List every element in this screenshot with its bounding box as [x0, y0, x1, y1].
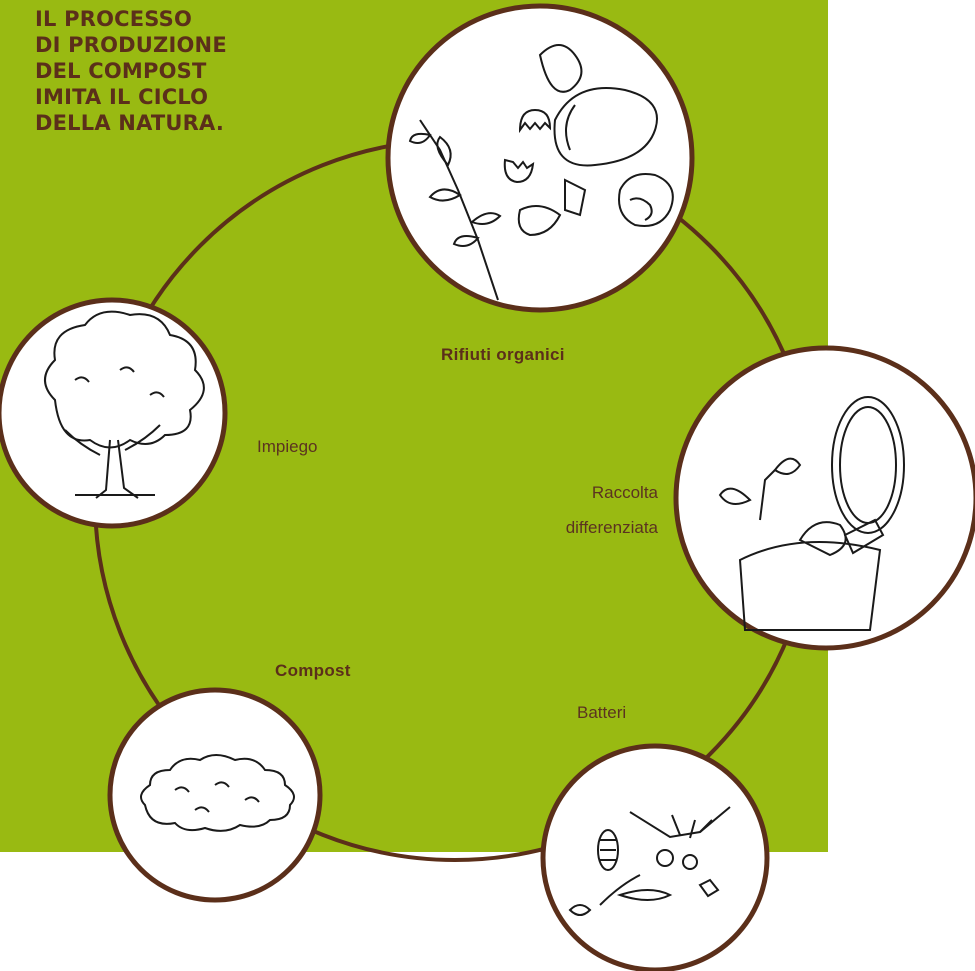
heading-line: DELLA NATURA.: [35, 111, 225, 135]
microorganisms-icon: [568, 806, 731, 916]
compost-pile-icon: [140, 754, 295, 832]
label-rifiuti-organici: Rifiuti organici: [441, 345, 565, 364]
heading-line: DEL COMPOST: [35, 59, 207, 83]
label-compost: Compost: [275, 661, 351, 680]
diagram-heading: IL PROCESSO DI PRODUZIONE DEL COMPOST IM…: [35, 6, 227, 136]
compost-node: [107, 687, 323, 903]
label-raccolta: Raccolta: [591, 483, 658, 502]
heading-line: IMITA IL CICLO: [35, 85, 209, 109]
use-node: [0, 297, 228, 529]
separate-collection-node: [673, 345, 975, 651]
organic-waste-node: [385, 3, 695, 313]
label-impiego: Impiego: [257, 437, 318, 456]
heading-line: DI PRODUZIONE: [35, 33, 227, 57]
compost-bin-icon: [718, 396, 905, 631]
bacteria-node: [540, 743, 770, 971]
tree-icon: [44, 310, 205, 499]
label-differenziata: differenziata: [565, 518, 658, 537]
label-batteri: Batteri: [577, 703, 627, 722]
kitchen-scraps-icon: [408, 44, 674, 301]
heading-line: IL PROCESSO: [35, 7, 193, 31]
